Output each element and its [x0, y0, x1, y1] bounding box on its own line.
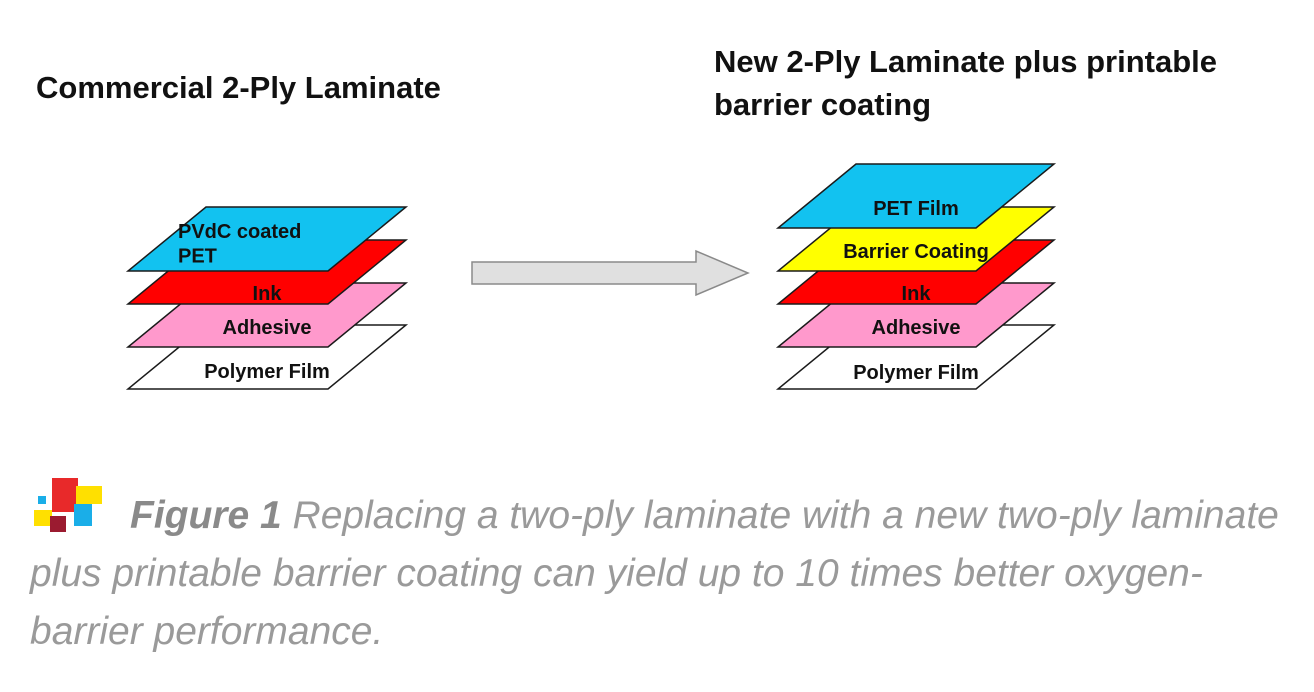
left-layer-1-label: PVdC coated [178, 221, 301, 243]
left-layer-1 [125, 206, 409, 272]
left-layer-2-label: Ink [253, 283, 283, 305]
right-title-line-2: barrier coating [714, 87, 932, 122]
left-diagram-title: Commercial 2-Ply Laminate [36, 70, 441, 105]
publisher-logo-icon [34, 478, 102, 532]
right-laminate-stack: Polymer Film Adhesive Ink Barrier Coating PE… [775, 163, 1057, 390]
caption-text: Replacing a two-ply laminate with a new … [30, 494, 1279, 653]
left-layer-1-label: PET [178, 245, 217, 267]
left-layer-4-label: Polymer Film [204, 361, 330, 383]
right-layer-1 [775, 163, 1057, 229]
arrow-icon [471, 249, 750, 297]
figure-label: Figure 1 [130, 494, 282, 537]
right-title-line-1: New 2-Ply Laminate plus printable [714, 44, 1218, 79]
right-diagram-title: New 2-Ply Laminate plus printable barrie… [714, 40, 1217, 126]
right-layer-3-label: Ink [902, 283, 932, 305]
right-layer-4-label: Adhesive [872, 317, 961, 339]
right-layer-5-label: Polymer Film [853, 362, 979, 384]
transition-arrow [471, 249, 750, 297]
left-layer-3-label: Adhesive [223, 317, 312, 339]
right-layer-1-label: PET Film [873, 198, 959, 220]
right-layer-2-label: Barrier Coating [843, 241, 989, 263]
figure-caption: Figure 1 Replacing a two-ply laminate wi… [30, 478, 1280, 661]
